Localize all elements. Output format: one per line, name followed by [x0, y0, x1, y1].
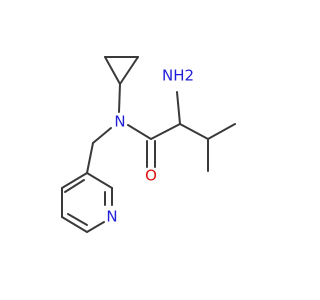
- pyridine-ring: [61, 172, 113, 233]
- atom-label-nh2: NH2: [162, 67, 194, 85]
- bond-ch-to-methyl-up: [207, 123, 236, 140]
- molecule-structure: NH2 N O N: [61, 56, 236, 233]
- bond-carbonyl-to-alpha: [150, 123, 181, 140]
- bond-ring-c3-c4: [61, 172, 88, 189]
- bond-ch2-to-ring: [86, 142, 94, 174]
- bond-cp-right: [119, 56, 139, 85]
- atom-label-carbonyl-o: O: [145, 167, 157, 185]
- bond-ring-c5-c6: [61, 216, 88, 233]
- carbonyl-double-bond: [146, 140, 156, 168]
- bond-alpha-to-ch: [179, 123, 209, 140]
- bond-n-to-ch2: [92, 127, 112, 144]
- cyclopropyl-ring: [104, 56, 139, 85]
- bond-n-to-carbonyl: [127, 124, 152, 140]
- atom-label-pyridine-n: N: [106, 208, 117, 226]
- bond-cp-to-n: [118, 83, 121, 113]
- bond-ring-c5-c6-inner: [67, 213, 88, 226]
- bond-alpha-to-nh2: [176, 91, 181, 125]
- bond-cp-left: [104, 56, 121, 85]
- bond-ring-c2-c3: [86, 172, 113, 189]
- bond-ring-c6-n: [86, 221, 105, 233]
- bond-ring-c4-c4-inner: [64, 179, 85, 193]
- atom-label-amide-n: N: [114, 113, 125, 131]
